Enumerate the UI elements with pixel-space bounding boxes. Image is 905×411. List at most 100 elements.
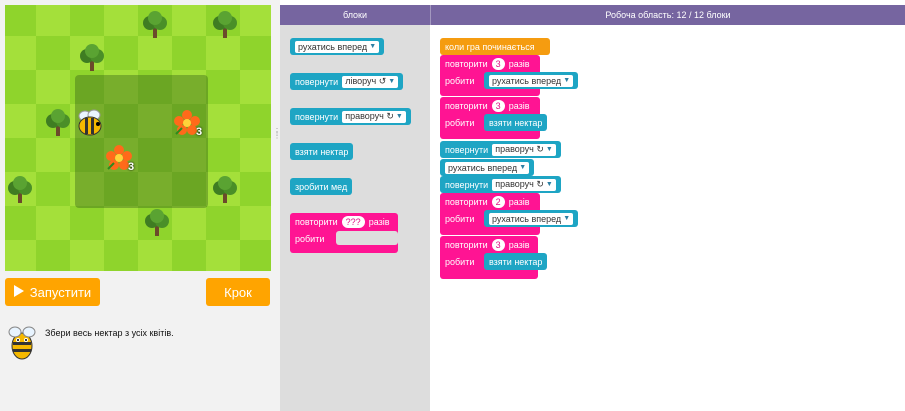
move-dropdown[interactable]: рухатись вперед▼ [489,74,574,87]
tree-icon [210,10,240,40]
step-button-label: Крок [224,284,252,300]
maze-cell [5,206,36,240]
move-dropdown[interactable]: рухатись вперед▼ [489,212,574,225]
repeat-count-field[interactable]: ??? [341,215,365,228]
get-nectar-label: взяти нектар [489,117,543,128]
maze-cell [70,172,104,206]
turn-left-dropdown[interactable]: ліворуч ↺▼ [342,75,399,88]
bee-icon [75,108,105,138]
maze-cell [172,206,206,240]
maze-cell [36,36,70,70]
tree-icon [210,175,240,205]
repeat-header: повторити ??? разів [290,213,395,230]
repeat-count-field[interactable]: 3 [491,99,505,112]
maze-cell [36,206,70,240]
turn-label: повернути [295,111,339,122]
do-label: робити [445,256,475,267]
maze-cell [70,70,104,104]
start-block[interactable]: коли гра починається [440,38,550,55]
maze-cell [104,104,138,138]
repeat-header-4: повторити 3 разів [440,236,535,253]
repeat-count-field[interactable]: 3 [491,238,505,251]
maze-cell [138,70,172,104]
maze-cell [5,104,36,138]
move-label: рухатись вперед [492,213,562,224]
nectar-count: 3 [128,161,135,173]
repeat-do-row: робити [440,114,479,131]
tree-icon [43,108,73,138]
resize-handle[interactable]: ⋮⋮ [273,127,281,140]
play-icon [13,284,24,300]
turn-dropdown[interactable]: праворуч ↻▼ [492,178,556,191]
chevron-down-icon: ▼ [545,181,553,188]
run-button[interactable]: Запустити [5,278,100,306]
toolbox: рухатись вперед▼ повернути ліворуч ↺▼ по… [280,25,430,411]
turn-right-label: праворуч ↻ [495,179,544,189]
repeat-count-field[interactable]: 3 [491,57,505,70]
maze-cell [70,206,104,240]
run-button-label: Запустити [29,284,92,300]
move-block[interactable]: рухатись вперед▼ [440,159,535,176]
turn-right-block-2[interactable]: повернути праворуч ↻▼ [440,176,561,193]
maze-cell [206,36,240,70]
get-nectar-block[interactable]: взяти нектар [484,253,548,270]
repeat-times-label: разів [508,100,530,111]
flower-icon [172,108,202,138]
instruction-text: Збери весь нектар з усіх квітів. [45,328,174,338]
repeat-do-row: робити [290,230,329,247]
start-label: коли гра починається [445,41,535,52]
repeat-times-label: разів [508,58,530,69]
maze-cell [36,5,70,36]
turn-dropdown[interactable]: праворуч ↻▼ [492,143,556,156]
do-label: робити [445,117,475,128]
tree-icon [140,10,170,40]
maze-cell [104,70,138,104]
turn-left-label: ліворуч ↺ [345,76,387,86]
toolbox-move-block[interactable]: рухатись вперед▼ [290,38,385,55]
maze-cell [104,36,138,70]
turn-label: повернути [445,179,489,190]
maze-cell [104,206,138,240]
chevron-down-icon: ▼ [369,43,377,50]
do-label: робити [445,75,475,86]
get-nectar-block[interactable]: взяти нектар [484,114,548,131]
maze-cell [36,138,70,172]
maze-cell [240,240,271,271]
toolbox-turn-right-block[interactable]: повернути праворуч ↻▼ [290,108,411,125]
move-dropdown[interactable]: рухатись вперед▼ [445,161,530,174]
maze-cell [5,240,36,271]
maze-cell [138,36,172,70]
move-dropdown[interactable]: рухатись вперед▼ [295,40,380,53]
turn-right-dropdown[interactable]: праворуч ↻▼ [342,110,406,123]
maze-cell [240,5,271,36]
maze-cell [206,104,240,138]
toolbox-turn-left-block[interactable]: повернути ліворуч ↺▼ [290,73,404,90]
maze-cell [206,240,240,271]
move-label: рухатись вперед [298,41,368,52]
instructions: Збери весь нектар з усіх квітів. [5,318,275,368]
repeat-slot [336,231,398,245]
move-block[interactable]: рухатись вперед▼ [484,72,579,89]
do-label: робити [295,233,325,244]
maze-cell [104,240,138,271]
repeat-header-3: повторити 2 разів [440,193,535,210]
repeat-label: повторити [445,196,488,207]
step-button[interactable]: Крок [206,278,270,306]
repeat-count-field[interactable]: 2 [491,195,505,208]
maze-cell [5,70,36,104]
repeat-times-label: разів [508,239,530,250]
nectar-count: 3 [196,126,203,138]
toolbox-get-nectar-block[interactable]: взяти нектар [290,143,354,160]
repeat-header-2: повторити 3 разів [440,97,535,114]
toolbox-make-honey-block[interactable]: зробити мед [290,178,353,195]
maze-cell [5,138,36,172]
move-block[interactable]: рухатись вперед▼ [484,210,579,227]
maze-cell [138,240,172,271]
repeat-times-label: разів [508,196,530,207]
maze-cell [240,172,271,206]
toolbox-header: блоки [280,5,430,25]
turn-right-block-1[interactable]: повернути праворуч ↻▼ [440,141,561,158]
maze-cell [206,206,240,240]
